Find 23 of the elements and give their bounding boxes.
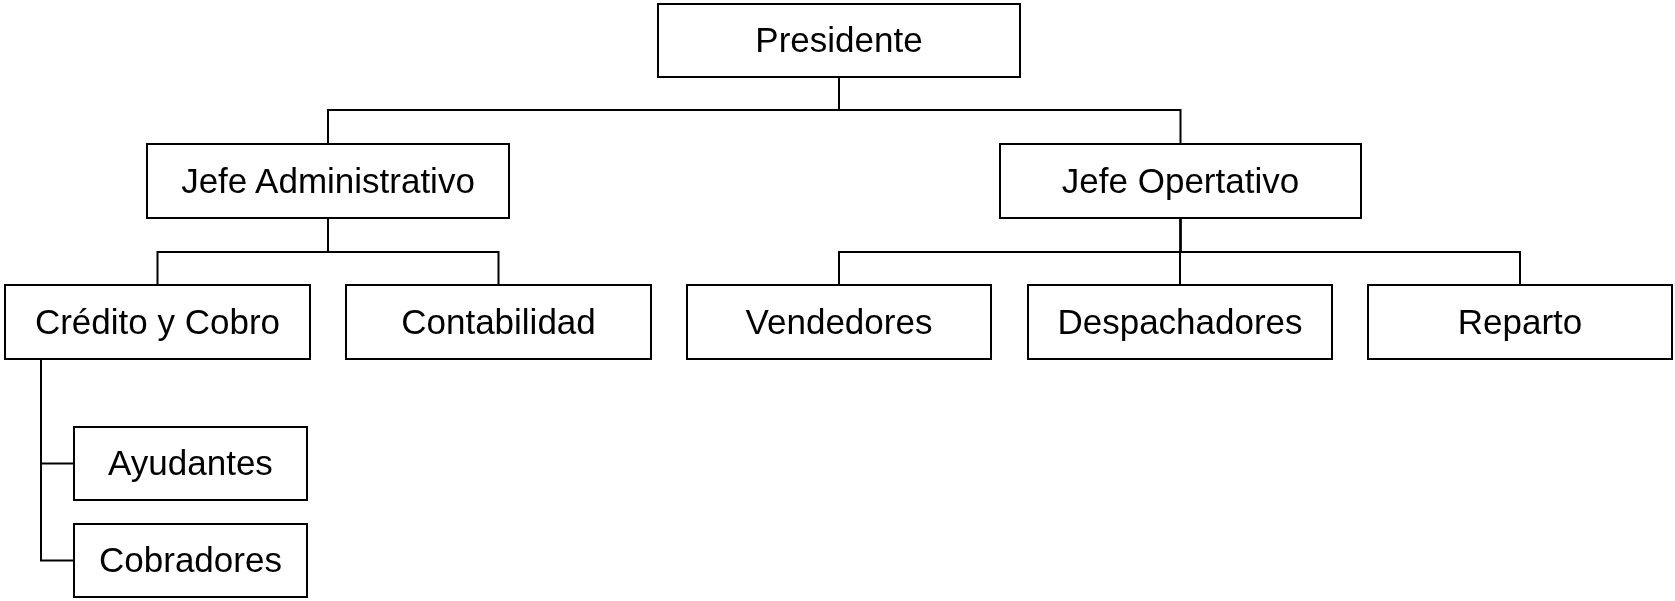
role-label: Despachadores: [1057, 302, 1303, 342]
role-label: Reparto: [1457, 302, 1583, 342]
org-box: [999, 143, 1362, 219]
connector-line: [40, 359, 74, 562]
org-box: [345, 284, 652, 360]
connector-line: [1179, 218, 1521, 285]
role-label: Vendedores: [745, 302, 933, 342]
role-label: Jefe Administrativo: [181, 161, 475, 201]
org-box: [146, 143, 510, 219]
role-label: Jefe Opertativo: [1061, 161, 1300, 201]
org-box: [4, 284, 311, 360]
org-box: [73, 523, 308, 598]
org-box: [686, 284, 992, 360]
org-box: [1027, 284, 1333, 360]
role-label: Contabilidad: [401, 302, 596, 342]
role-label: Cobradores: [99, 541, 282, 580]
org-box: [1367, 284, 1673, 360]
connector-line: [327, 218, 500, 285]
org-box: [657, 3, 1021, 78]
role-label: Ayudantes: [108, 444, 273, 483]
org-box: [73, 426, 308, 501]
role-label: Crédito y Cobro: [34, 302, 281, 342]
role-label: Presidente: [755, 21, 923, 60]
